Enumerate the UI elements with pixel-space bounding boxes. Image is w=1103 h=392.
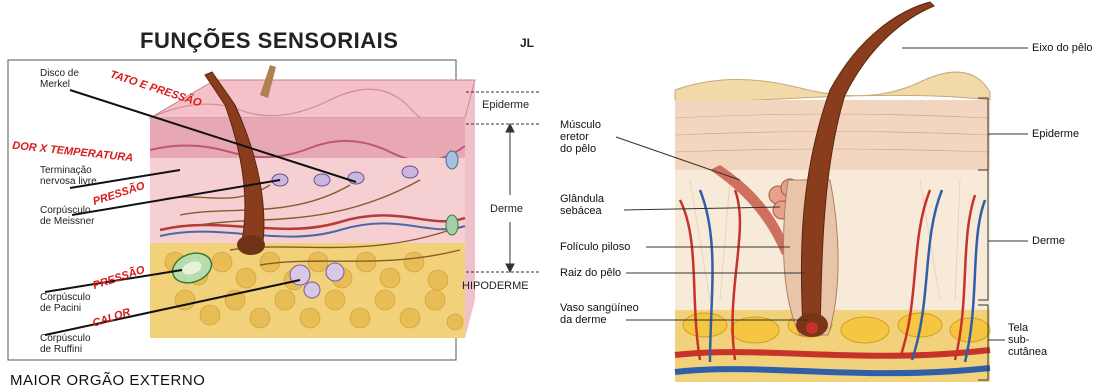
- label-hair-shaft: Eixo do pêlo: [1032, 42, 1093, 54]
- left-layer-dermis: Derme: [490, 204, 523, 215]
- label-hair-root: Raiz do pêlo: [560, 267, 621, 279]
- label-merkel-disc: Disco de Merkel: [40, 68, 79, 90]
- footer-caption: MAIOR ORGÃO EXTERNO: [10, 372, 205, 389]
- label-dermal-blood-vessel: Vaso sangüíneo da derme: [560, 302, 639, 326]
- layer-brackets: [466, 92, 540, 272]
- label-subcutaneous-tissue: Tela sub- cutânea: [1008, 322, 1047, 358]
- left-layer-epidermis: Epiderme: [482, 100, 529, 111]
- epidermis-layer: [150, 118, 465, 158]
- label-dermis-right: Derme: [1032, 235, 1065, 247]
- label-pacini-corpuscle: Corpúsculo de Pacini: [40, 292, 91, 314]
- corner-mark: JL: [520, 36, 534, 50]
- hair-follicle-panel: Músculo eretor do pêlo Glândula sebácea …: [560, 0, 1103, 392]
- label-sebaceous-gland: Glândula sebácea: [560, 193, 604, 217]
- label-free-nerve-ending: Terminação nervosa livre: [40, 165, 97, 187]
- label-epidermis-right: Epiderme: [1032, 128, 1079, 140]
- sensory-title: FUNÇÕES SENSORIAIS: [140, 28, 398, 54]
- label-hair-follicle: Folículo piloso: [560, 241, 630, 253]
- label-meissner-corpuscle: Corpúsculo de Meissner: [40, 205, 94, 227]
- left-layer-hypodermis: HIPODERME: [462, 281, 529, 292]
- label-ruffini-corpuscle: Corpúsculo de Ruffini: [40, 333, 91, 355]
- sensory-functions-panel: FUNÇÕES SENSORIAIS JL Disco de Merkel Te…: [0, 0, 560, 392]
- label-arrector-muscle: Músculo eretor do pêlo: [560, 119, 601, 155]
